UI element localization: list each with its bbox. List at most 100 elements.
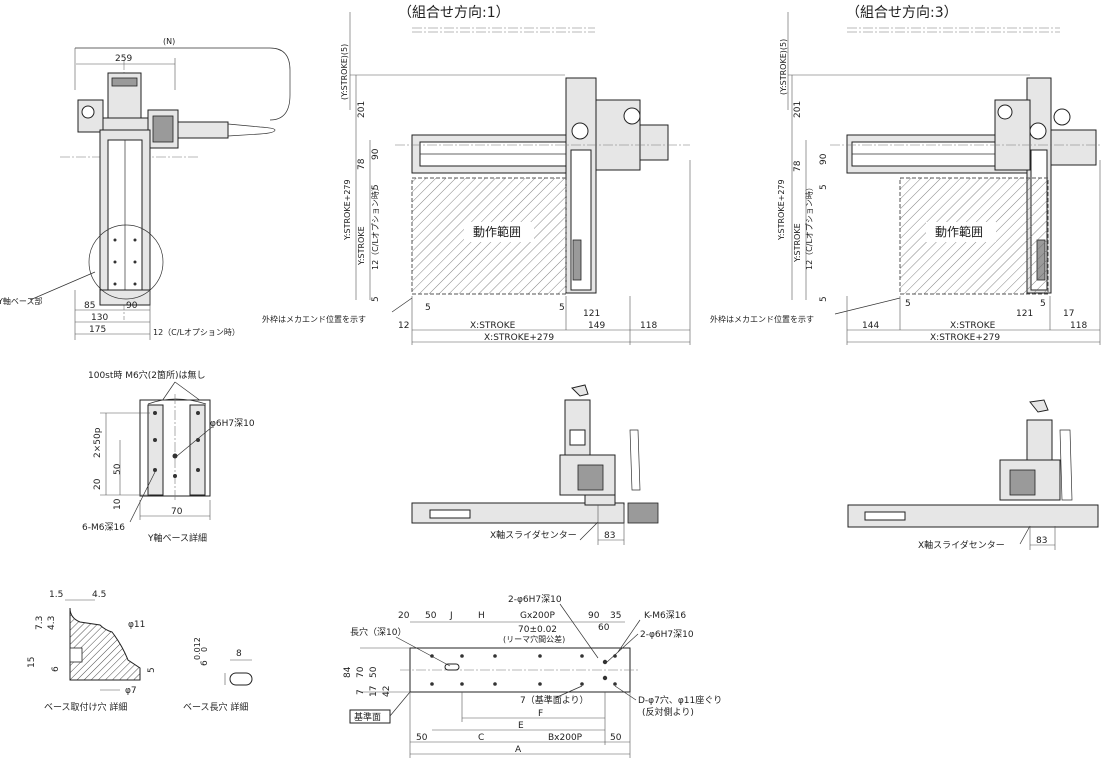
dim-2x50p: 2×50p: [93, 427, 103, 458]
label-d-holes: D-φ7穴、φ11座ぐり: [638, 694, 722, 706]
dim-7-bb: 7: [356, 689, 366, 695]
dim-phi7: φ7: [125, 686, 137, 696]
caption-y-base-detail: Y軸ベース詳細: [147, 532, 207, 544]
label-x-slider-center-1: X軸スライダセンター: [490, 529, 577, 541]
dim-50a: 50: [416, 733, 428, 743]
dim-x-stroke-279-f3: X:STROKE+279: [930, 333, 1000, 343]
dim-42-bb: 42: [382, 686, 392, 697]
dim-5-f1d: 5: [559, 303, 565, 313]
dim-x-stroke-f1: X:STROKE: [470, 321, 516, 331]
dim-5-hole: 5: [147, 667, 157, 673]
side-view: (N) 259 Y軸ベース部 85 90 130: [0, 37, 291, 340]
dim-90-f3: 90: [819, 153, 829, 165]
label-work-area-1: 動作範囲: [473, 224, 521, 239]
dim-259: 259: [115, 54, 132, 64]
label-ref-face: 基準面: [354, 711, 381, 723]
dim-144-f3: 144: [862, 321, 879, 331]
label-work-area-3: 動作範囲: [935, 224, 983, 239]
caption-slot-detail: ベース長穴 詳細: [183, 701, 248, 713]
dim-121-f1: 121: [583, 309, 600, 319]
dim-1-5: 1.5: [49, 590, 63, 600]
dim-20-bb: 20: [398, 611, 410, 621]
dim-y-stroke-f1: Y:STROKE: [357, 226, 366, 266]
dim-phi11: φ11: [128, 620, 145, 630]
dim-201-f3: 201: [793, 101, 803, 118]
note-outer-frame-3: 外枠はメカエンド位置を示す: [710, 314, 814, 324]
dim-x-stroke-279-f1: X:STROKE+279: [484, 333, 554, 343]
dim-50b: 50: [610, 733, 622, 743]
dim-78-f1: 78: [357, 158, 367, 170]
label-slot-depth: 長穴（深10）: [350, 626, 406, 638]
dim-5-f3a: 5: [819, 184, 829, 190]
dim-50v-bb: 50: [369, 666, 379, 678]
dim-70-ybase: 70: [171, 507, 183, 517]
title-combo-1: （組合せ方向:1）: [398, 5, 510, 21]
label-6-m6: 6-M6深16: [82, 522, 125, 533]
slider-view-1: X軸スライダセンター 83: [411, 384, 659, 545]
dim-7-3: 7.3: [35, 616, 45, 630]
dim-50-bb: 50: [425, 611, 437, 621]
dim-90-f1: 90: [371, 148, 381, 160]
dim-12cl-f1: 12（C/Lオプション時）: [371, 183, 380, 270]
label-x-slider-center-3: X軸スライダセンター: [918, 539, 1005, 551]
dim-201: 201: [357, 101, 367, 118]
front-view-3: (Y:STROKE)(5) 201 Y:STROKE+279 90 78 5 Y…: [710, 12, 1101, 345]
dim-78-f3: 78: [793, 160, 803, 172]
caption-hole-detail: ベース取付け穴 詳細: [44, 701, 127, 713]
dim-118-f1: 118: [640, 321, 657, 331]
label-ref7: 7（基準面より）: [520, 694, 589, 706]
dim-ream: (リーマ穴間公差): [503, 634, 565, 644]
dim-50-ybase: 50: [113, 463, 123, 475]
dim-83-1: 83: [604, 531, 615, 541]
dim-y-stroke-279-f3: Y:STROKE+279: [777, 179, 786, 241]
hole-detail: 1.5 4.5 7.3 4.3 φ11 15 6 5 φ7 ベース取付け穴 詳細: [27, 590, 157, 713]
dim-tol70: 70±0.02: [518, 625, 557, 635]
dim-y-stroke-5: (Y:STROKE)(5): [340, 44, 349, 100]
dim-5-f1b: 5: [371, 296, 381, 302]
dim-175: 175: [89, 325, 106, 335]
dim-84-bb: 84: [343, 666, 353, 678]
title-combo-3: （組合せ方向:3）: [846, 5, 958, 21]
dim-phi6h7-ybase: φ6H7深10: [210, 418, 255, 429]
dim-12-f1: 12: [398, 321, 409, 331]
base-bottom-view: 20 50 J H Gx200P 90 35 K-M6深16 2-φ6H7深10…: [343, 594, 722, 758]
dim-x-stroke-f3: X:STROKE: [950, 321, 996, 331]
y-base-detail: 100st時 M6穴(2箇所)は無し 2×50p 50 20 10 φ6H7深1…: [82, 369, 255, 544]
dim-121-f3: 121: [1016, 309, 1033, 319]
dim-70-bb: 70: [356, 666, 366, 678]
dim-85: 85: [84, 301, 95, 311]
note-outer-frame-1: 外枠はメカエンド位置を示す: [262, 314, 366, 324]
note-100st: 100st時 M6穴(2箇所)は無し: [88, 369, 206, 381]
dim-c: C: [478, 733, 484, 743]
dim-12cl-f3: 12（C/Lオプション時）: [805, 183, 814, 270]
dim-118-f3: 118: [1070, 321, 1087, 331]
label-2-phi6h7-right: 2-φ6H7深10: [640, 629, 694, 640]
dim-5-f3d: 5: [1040, 299, 1046, 309]
label-k-m6: K-M6深16: [644, 610, 686, 621]
dim-17-f3: 17: [1063, 309, 1074, 319]
slider-view-3: X軸スライダセンター 83: [847, 399, 1099, 551]
dim-a: A: [515, 745, 522, 755]
dim-5-f3c: 5: [905, 299, 911, 309]
dim-y-stroke-5-f3: (Y:STROKE)(5): [779, 39, 788, 95]
label-y-base: Y軸ベース部: [0, 296, 43, 306]
dim-90: 90: [126, 301, 138, 311]
dim-y-stroke-279: Y:STROKE+279: [343, 179, 352, 241]
dim-5-f3b: 5: [819, 296, 829, 302]
dim-h: H: [478, 611, 485, 621]
dim-12-cl: 12（C/Lオプション時）: [153, 328, 240, 337]
dim-j: J: [449, 611, 453, 621]
dim-60-bb: 60: [598, 623, 610, 633]
dim-83-3: 83: [1036, 536, 1047, 546]
dim-4-5: 4.5: [92, 590, 106, 600]
dim-5-f1c: 5: [425, 303, 431, 313]
dim-y-stroke-f3: Y:STROKE: [793, 223, 802, 263]
dim-8-slot: 8: [236, 649, 242, 659]
dim-e: E: [518, 721, 524, 731]
dim-90-bb: 90: [588, 611, 600, 621]
dim-g200p: Gx200P: [520, 611, 555, 621]
dim-4-3: 4.3: [47, 616, 57, 630]
dim-b200p: Bx200P: [548, 733, 583, 743]
dim-6-hole: 6: [51, 666, 61, 672]
label-opposite: (反対側より): [642, 706, 694, 718]
